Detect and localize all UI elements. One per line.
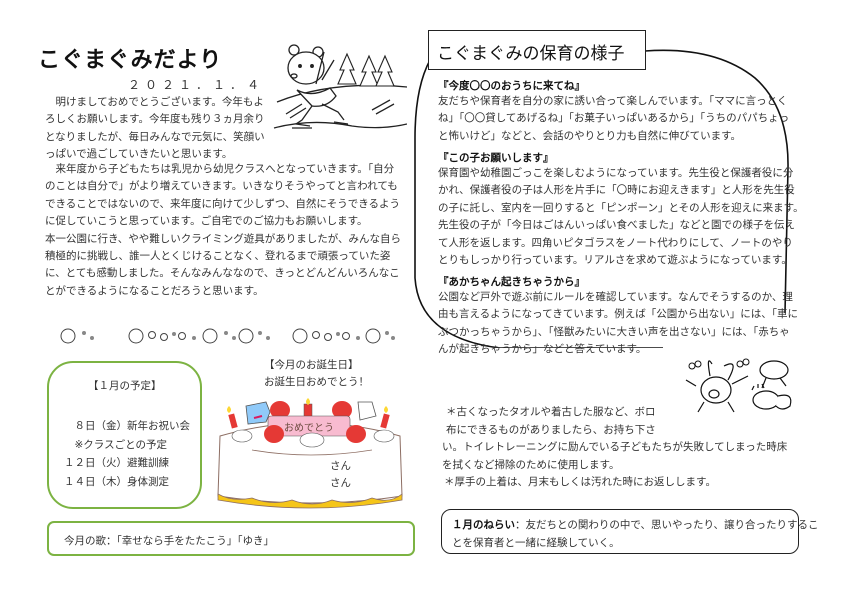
greeting-line: ろしくお願いします。今年度も残り３ヵ月余り: [45, 113, 265, 126]
section-line: の子に託し、室内を一回りすると「ピンポーン」とその人形を迎えに来ます。: [438, 201, 804, 214]
newsletter-date: ２０２１．１．４: [128, 78, 265, 92]
section-line: 先生役の子が「今日はごはんいっぱい食べました」などと園での様子を伝え: [438, 219, 795, 232]
schedule-title: 【１月の予定】: [88, 380, 162, 392]
tangerine-border-decoration: [60, 328, 395, 344]
greeting-line: となりましたが、毎日みんなで元気に、笑顔い: [45, 130, 265, 143]
note-line: ＊古くなったタオルや着古した服など、ボロ: [446, 406, 656, 418]
childcare-section-1: 『今度〇〇のおうちに来てね』 友だちや保育者を自分の家に誘い合って楽しんでいます…: [438, 78, 789, 145]
section-heading: 『この子お願いします』: [438, 152, 554, 164]
note-line: ＊厚手の上着は、月末もしくは汚れた時にお返しします。: [444, 476, 716, 489]
section-line: 友だちや保育者を自分の家に誘い合って楽しんでいます。「ママに言っとく: [438, 95, 788, 107]
section-line: と怖いけど」などと、会話のやりとり力も自然に伸びています。: [438, 129, 742, 142]
message-line: 本一公園に行き、やや難しいクライミング遊具がありましたが、みんな自ら: [45, 232, 402, 245]
cake-plate-text: おめでとう: [284, 423, 334, 434]
newsletter-title: こぐまぐみだより: [38, 48, 223, 73]
message-line: に促していこうと思っています。ご自宅でのご協力もお願いします。: [45, 215, 368, 228]
message-line: に、とても感動しました。そんなみんななので、きっとどんどんいろんなこ: [45, 267, 400, 280]
monthly-aim: １月のねらい：友だちとの関わりの中で、思いやったり、譲り合ったりするこ とを保育…: [452, 516, 819, 552]
childcare-section-2: 『この子お願いします』 保育園や幼稚園ごっこを楽しむようになっています。先生役と…: [438, 150, 804, 269]
section-line: 由も言えるようになってきています。例えば「公園から出ない」には、「車に: [438, 308, 799, 321]
schedule-item: １４日（木）身体測定: [64, 475, 169, 488]
note-line: 布にできるものがありましたら、お持ち下さ: [446, 423, 656, 436]
message-paragraph: 来年度から子どもたちは乳児から幼児クラスへとなっていきます。「自分 のことは自分…: [45, 161, 401, 300]
childcare-frame: [414, 49, 789, 348]
section-heading: 『今度〇〇のおうちに来てね』: [438, 80, 585, 92]
section-line: て人形を返します。四角いピタゴラスをノート代わりにして、ノートのやり: [438, 236, 793, 249]
aim-label: １月のねらい: [452, 519, 515, 531]
song-box: [47, 521, 415, 556]
section-line: 公園など戸外で遊ぶ前にルールを確認しています。なんでそうするのか、理: [438, 291, 793, 303]
schedule-item: ８日（金）新年お祝い会: [64, 420, 190, 432]
section-line: ね」「〇〇貸してあげるね」「お菓子いっぱいあるから」「うちのパパちょっ: [438, 112, 790, 125]
section-line: んが起きちゃうから」などと答えています。: [438, 343, 647, 356]
message-line: 積極的に挑戦し、誰一人とくじけることなく、登れるまで頑張っていた姿: [45, 250, 391, 263]
birthday-cake-icon: おめでとう さん さん: [212, 398, 408, 512]
aim-text-1: ：友だちとの関わりの中で、思いやったり、譲り合ったりするこ: [515, 519, 819, 531]
message-line: とができるようになることだろうと思います。: [45, 284, 264, 297]
section-line: ぶつかっちゃうから」、「怪獣みたいに大きい声を出さない」には、「赤ちゃ: [438, 325, 790, 338]
childcare-title: こぐまぐみの保育の様子: [428, 30, 646, 70]
birthday-title: 【今月のお誕生日】: [264, 359, 359, 371]
monthly-song: 今月の歌：「幸せなら手をたたこう」「ゆき」: [64, 535, 274, 547]
birthday-name-2: さん: [330, 477, 351, 489]
birthday-subtitle: お誕生日おめでとう！: [264, 376, 369, 388]
section-line: とりもしっかり行っています。リアルさを求めて遊ぶようになっています。: [438, 254, 792, 267]
birthday-name-1: さん: [330, 460, 351, 472]
schedule-box: [47, 361, 202, 509]
bear-skating-icon: [273, 44, 407, 129]
section-line: 保育園や幼稚園ごっこを楽しむようになっています。先生役と保護者役に分: [438, 167, 794, 179]
childcare-section-3: 『あかちゃん起きちゃうから』 公園など戸外で遊ぶ前にルールを確認しています。なん…: [438, 274, 798, 359]
message-line: のことは自分で」がより増えていきます。いきなりそうやってと言われても: [45, 180, 398, 193]
schedule-list: ８日（金）新年お祝い会 ※クラスごとの予定 １２日（火）避難訓練 １４日（木）身…: [64, 417, 190, 491]
message-line: できることではないので、来年度に向けて少しずつ、自然にそうできるよう: [45, 197, 401, 210]
greeting-line: っぱいで過ごしていきたいと思います。: [45, 148, 233, 161]
monthly-aim-box: [441, 509, 799, 554]
schedule-item: ※クラスごとの予定: [64, 438, 167, 451]
greeting-line: 明けましておめでとうございます。今年もよ: [45, 96, 264, 108]
greeting-paragraph: 明けましておめでとうございます。今年もよ ろしくお願いします。今年度も残り３ヵ月…: [45, 94, 265, 164]
note-line: を拭くなど掃除のために使用します。: [442, 458, 620, 471]
rabbit-friends-icon: [685, 358, 792, 413]
section-line: かれ、保護者役の子は人形を片手に「〇時にお迎えきます」と人形を先生役: [438, 184, 795, 197]
aim-text-2: とを保育者と一緒に経験していく。: [452, 537, 620, 549]
message-line: 来年度から子どもたちは乳児から幼児クラスへとなっていきます。「自分: [45, 163, 395, 175]
section-heading: 『あかちゃん起きちゃうから』: [438, 276, 585, 288]
schedule-item: １２日（火）避難訓練: [64, 457, 169, 469]
note-line: い。トイレトレーニングに励んでいる子どもたちが失敗してしまった時床: [442, 441, 788, 454]
notes-paragraph: ＊古くなったタオルや着古した服など、ボロ 布にできるものがありましたら、お持ち下…: [442, 404, 787, 492]
